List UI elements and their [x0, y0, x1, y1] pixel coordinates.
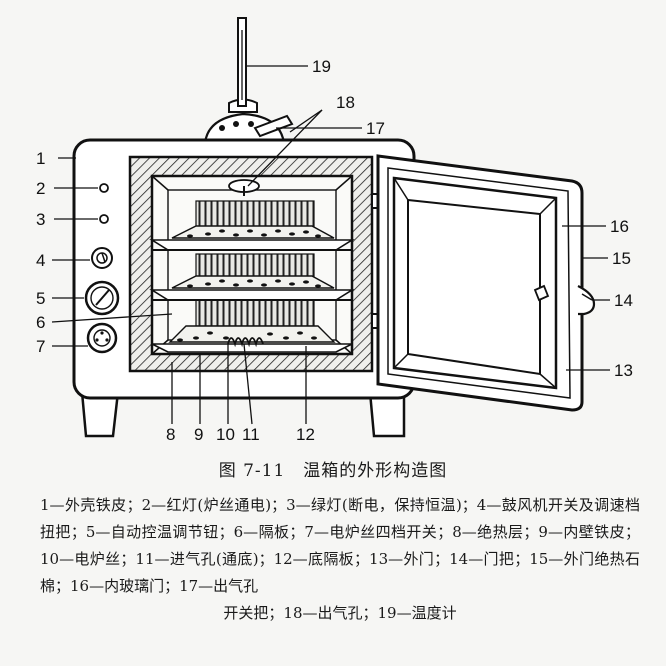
callout-4: 4: [36, 251, 45, 270]
callout-3: 3: [36, 210, 45, 229]
callout-10: 10: [216, 425, 235, 444]
heater-switch-knob: [86, 322, 118, 354]
callout-9: 9: [194, 425, 203, 444]
heater-panel-3: [195, 299, 315, 327]
shelf-upper: [149, 225, 355, 251]
red-lamp: [99, 183, 109, 193]
incubator-diagram: 19 18 17 1 2 3 4 5 6 7 8 9 10 11 12 16 1…: [36, 17, 633, 444]
callout-19: 19: [312, 57, 331, 76]
temperature-control-dial: [84, 280, 120, 316]
callout-14: 14: [614, 291, 633, 310]
heater-coil: [227, 337, 264, 348]
vent-dome: [203, 112, 286, 145]
callout-6: 6: [36, 313, 45, 332]
callout-16: 16: [610, 217, 629, 236]
callout-11: 11: [242, 425, 260, 444]
callout-7: 7: [36, 337, 45, 356]
shelf-middle: [149, 275, 355, 301]
heater-panel-1: [195, 200, 315, 230]
figure-caption: 图 7-11 温箱的外形构造图: [218, 461, 448, 481]
callout-17: 17: [366, 119, 385, 138]
callout-1: 1: [36, 149, 45, 168]
blower-switch-knob: [91, 247, 113, 269]
callout-18: 18: [336, 93, 355, 112]
callout-15: 15: [612, 249, 631, 268]
legend: 1—外壳铁皮；2—红灯(炉丝通电)；3—绿灯(断电，保持恒温)；4—鼓风机开关及…: [40, 492, 640, 627]
callout-5: 5: [36, 289, 45, 308]
door-handle: [577, 285, 596, 316]
vent-switch-lever: [253, 114, 294, 138]
callout-12: 12: [296, 425, 315, 444]
inner-door-latch: [533, 284, 550, 302]
callout-8: 8: [166, 425, 175, 444]
bottom-shelf: [151, 325, 353, 353]
green-lamp: [99, 214, 109, 224]
callout-2: 2: [36, 179, 45, 198]
legend-text: 1—外壳铁皮；2—红灯(炉丝通电)；3—绿灯(断电，保持恒温)；4—鼓风机开关及…: [40, 496, 640, 595]
legend-text-end: 开关把；18—出气孔；19—温度计: [223, 604, 457, 622]
callout-13: 13: [614, 361, 633, 380]
